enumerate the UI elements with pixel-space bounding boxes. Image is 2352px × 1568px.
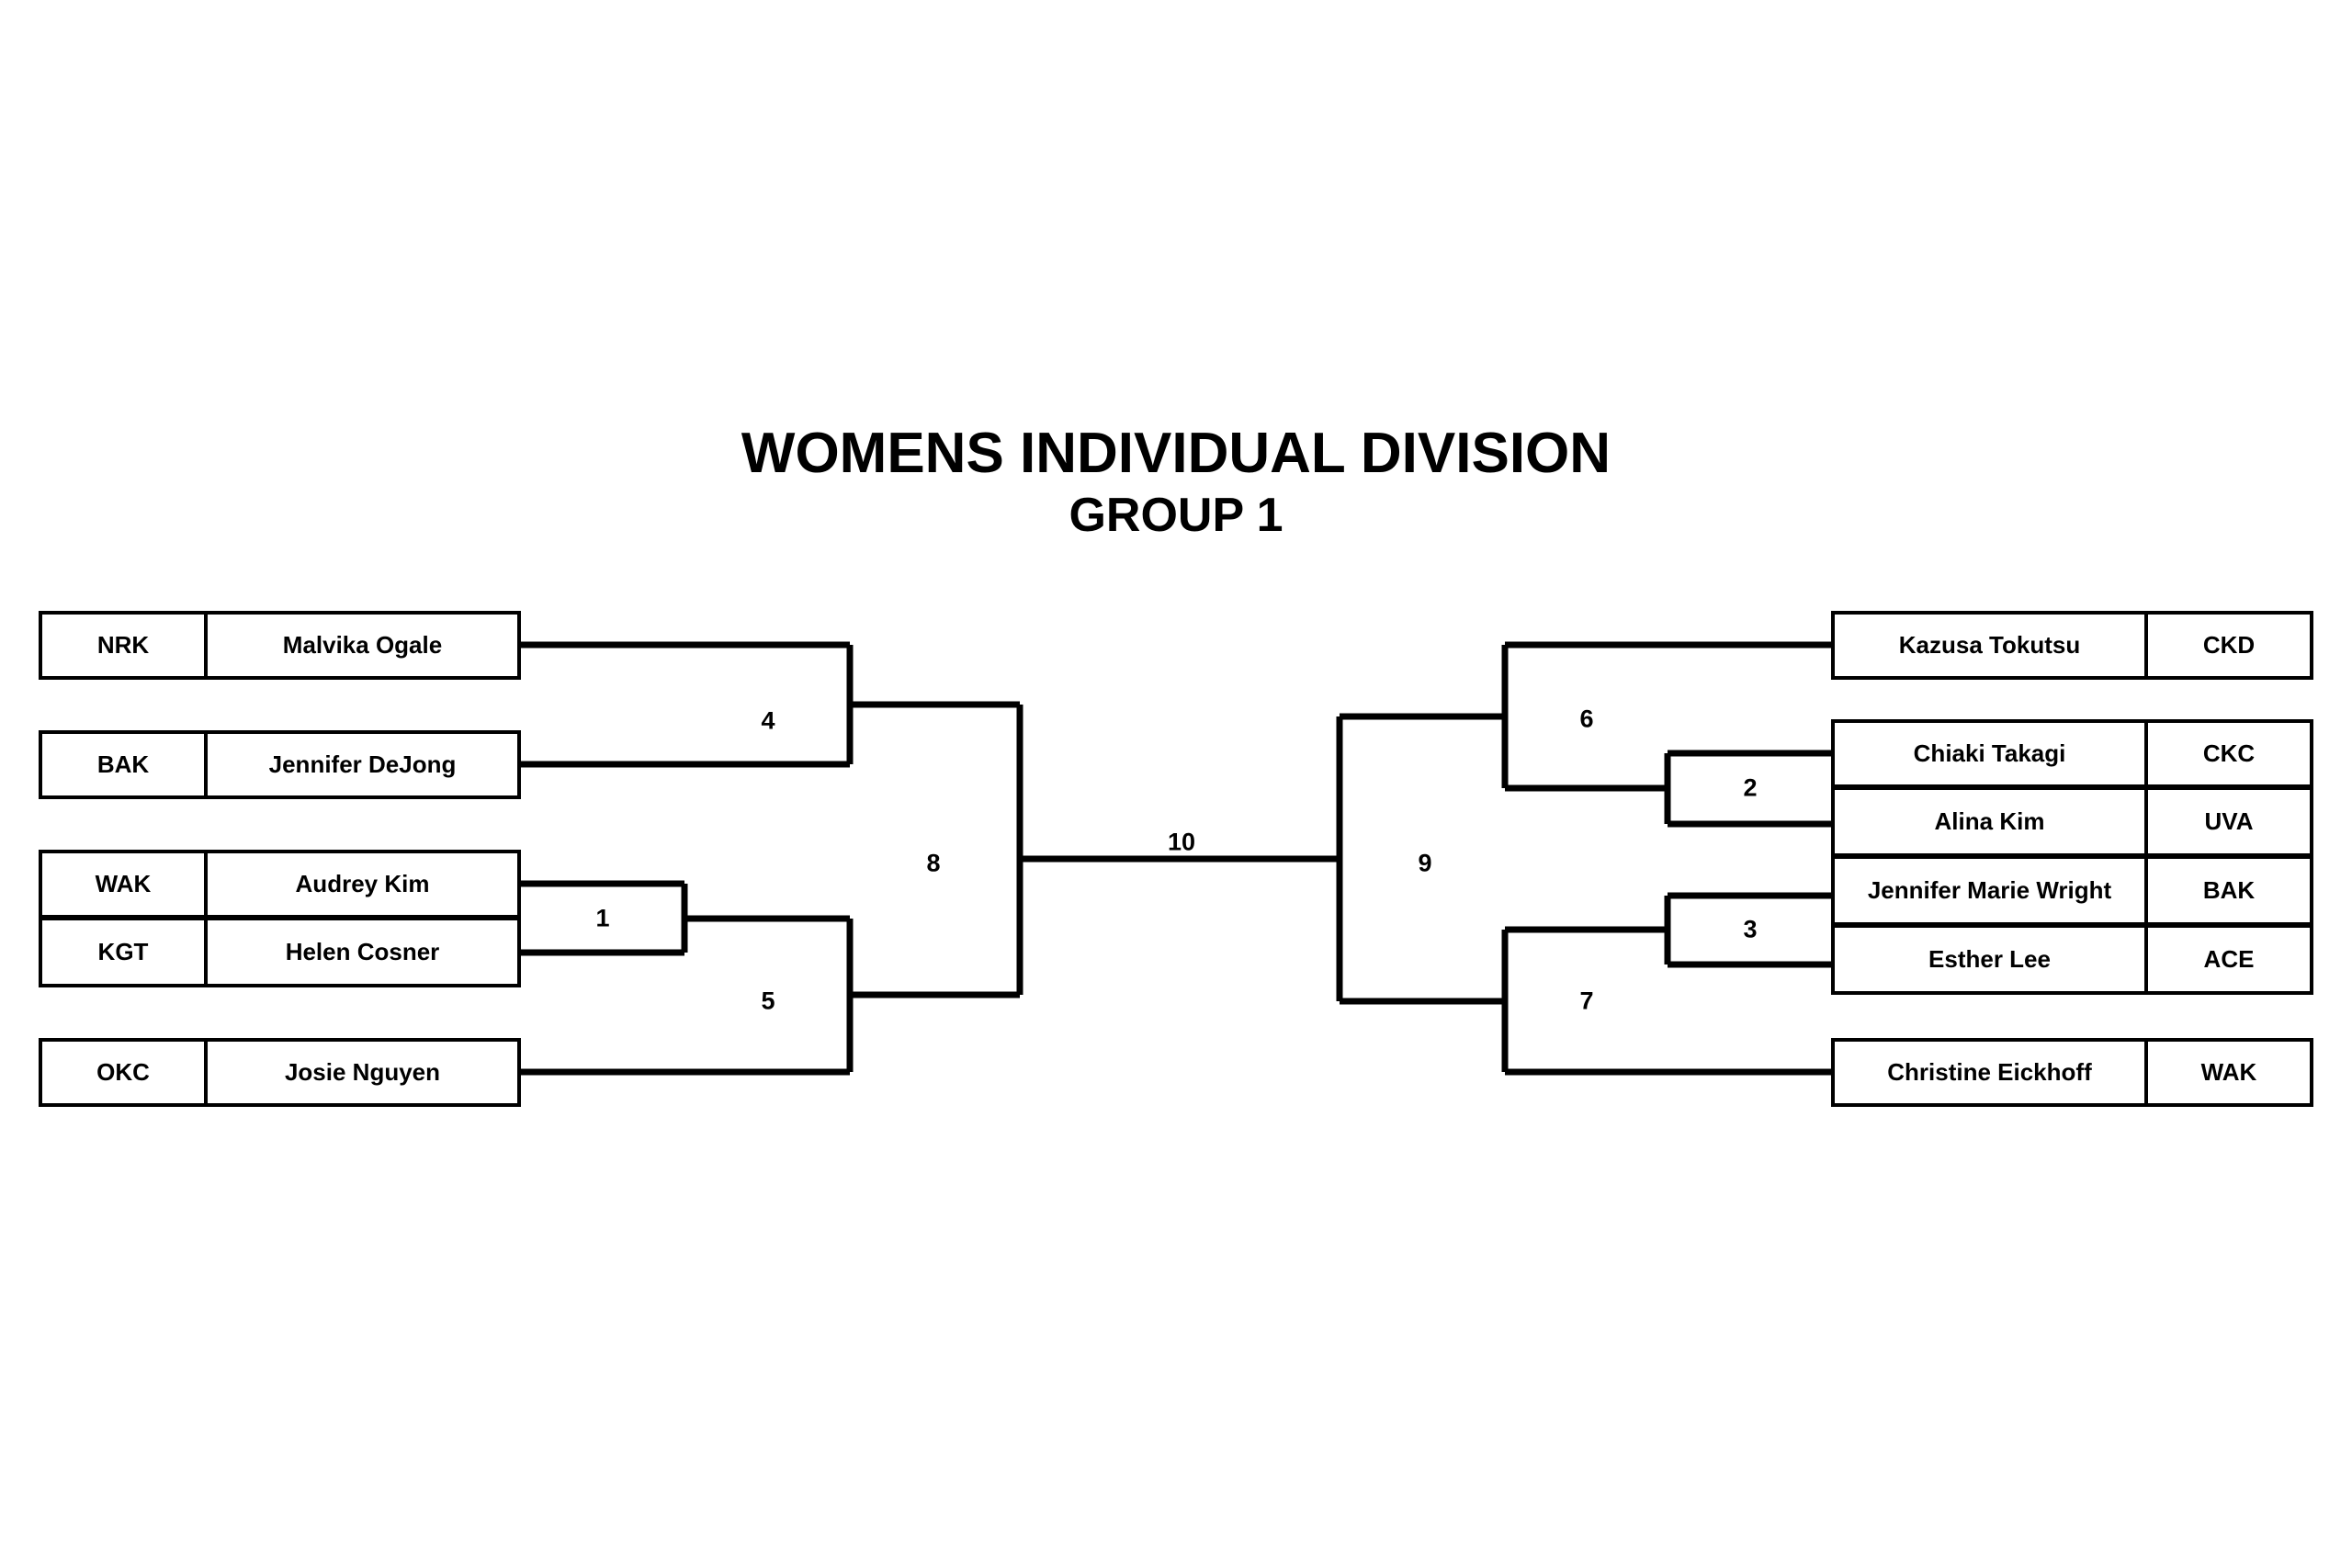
team-code: BAK [96, 750, 150, 778]
team-code: ACE [2203, 945, 2255, 973]
bracket-slot-right-3[interactable]: Alina Kim UVA [1831, 788, 2313, 857]
cell-divider [204, 853, 208, 915]
player-name: Kazusa Tokutsu [1898, 631, 2081, 659]
team-code: KGT [97, 938, 149, 965]
player-name: Audrey Kim [295, 870, 430, 897]
cell-divider [204, 615, 208, 676]
cell-divider [2144, 928, 2148, 991]
match-number-6: 6 [1579, 705, 1594, 733]
match-number-3: 3 [1743, 915, 1758, 943]
match-number-7: 7 [1579, 987, 1594, 1015]
match-number-5: 5 [761, 987, 775, 1015]
cell-divider [2144, 723, 2148, 784]
bracket-slot-right-2[interactable]: Chiaki Takagi CKC [1831, 719, 2313, 788]
match-number-4: 4 [761, 706, 775, 735]
player-name: Jennifer DeJong [268, 750, 457, 778]
match-number-1: 1 [595, 904, 610, 932]
bracket-slot-left-2[interactable]: BAK Jennifer DeJong [39, 730, 521, 799]
player-name: Jennifer Marie Wright [1867, 876, 2112, 904]
cell-divider [2144, 615, 2148, 676]
team-code: UVA [2204, 807, 2254, 835]
match-number-8: 8 [926, 849, 941, 877]
cell-divider [204, 920, 208, 984]
player-name: Esther Lee [1928, 945, 2051, 973]
bracket-slot-left-1[interactable]: NRK Malvika Ogale [39, 611, 521, 680]
cell-divider [204, 734, 208, 795]
cell-divider [2144, 790, 2148, 853]
bracket-slot-left-4[interactable]: KGT Helen Cosner [39, 919, 521, 987]
cell-divider [2144, 1042, 2148, 1103]
bracket-slot-left-3[interactable]: WAK Audrey Kim [39, 850, 521, 919]
bracket-slot-left-5[interactable]: OKC Josie Nguyen [39, 1038, 521, 1107]
team-code: NRK [96, 631, 150, 659]
bracket-slot-right-5[interactable]: Esther Lee ACE [1831, 926, 2313, 995]
player-name: Josie Nguyen [284, 1058, 441, 1086]
team-code: CKC [2202, 739, 2256, 767]
bracket-slot-right-6[interactable]: Christine Eickhoff WAK [1831, 1038, 2313, 1107]
player-name: Christine Eickhoff [1887, 1058, 2092, 1086]
bracket-slot-right-1[interactable]: Kazusa Tokutsu CKD [1831, 611, 2313, 680]
match-number-9: 9 [1418, 849, 1432, 877]
match-number-2: 2 [1743, 773, 1758, 802]
player-name: Helen Cosner [285, 938, 440, 965]
player-name: Alina Kim [1934, 807, 2045, 835]
team-code: BAK [2202, 876, 2256, 904]
team-code: WAK [2200, 1058, 2257, 1086]
player-name: Malvika Ogale [282, 631, 443, 659]
team-code: CKD [2202, 631, 2256, 659]
cell-divider [2144, 859, 2148, 922]
cell-divider [204, 1042, 208, 1103]
team-code: OKC [96, 1058, 150, 1086]
player-name: Chiaki Takagi [1913, 739, 2066, 767]
bracket-slot-right-4[interactable]: Jennifer Marie Wright BAK [1831, 857, 2313, 926]
team-code: WAK [95, 870, 152, 897]
match-number-10: 10 [1167, 828, 1196, 856]
